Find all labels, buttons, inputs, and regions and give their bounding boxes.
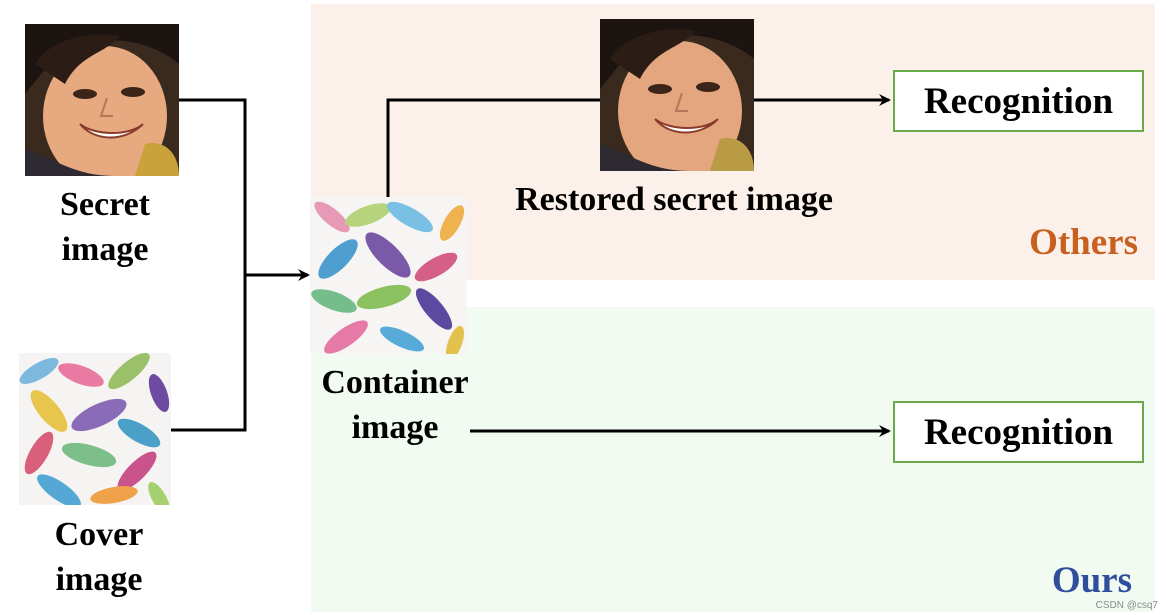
secret-caption-line1: Secret bbox=[25, 182, 185, 227]
secret-caption-line2: image bbox=[25, 227, 185, 272]
secret-image bbox=[25, 24, 179, 176]
cover-image bbox=[19, 353, 171, 505]
container-caption-line1: Container bbox=[300, 360, 490, 405]
cover-caption: Cover image bbox=[19, 512, 179, 602]
cover-caption-line1: Cover bbox=[19, 512, 179, 557]
container-caption-line2: image bbox=[300, 405, 490, 450]
restored-secret-image bbox=[600, 19, 754, 171]
restored-caption: Restored secret image bbox=[470, 177, 878, 222]
container-caption: Container image bbox=[300, 360, 490, 450]
watermark: CSDN @csq7 bbox=[1096, 600, 1158, 611]
cover-to-merge-line bbox=[171, 275, 245, 430]
cover-caption-line2: image bbox=[19, 557, 179, 602]
secret-to-merge-line bbox=[179, 100, 245, 275]
recognition-box-bottom: Recognition bbox=[893, 401, 1144, 463]
container-image bbox=[310, 197, 467, 354]
secret-caption: Secret image bbox=[25, 182, 185, 272]
recognition-box-top: Recognition bbox=[893, 70, 1144, 132]
